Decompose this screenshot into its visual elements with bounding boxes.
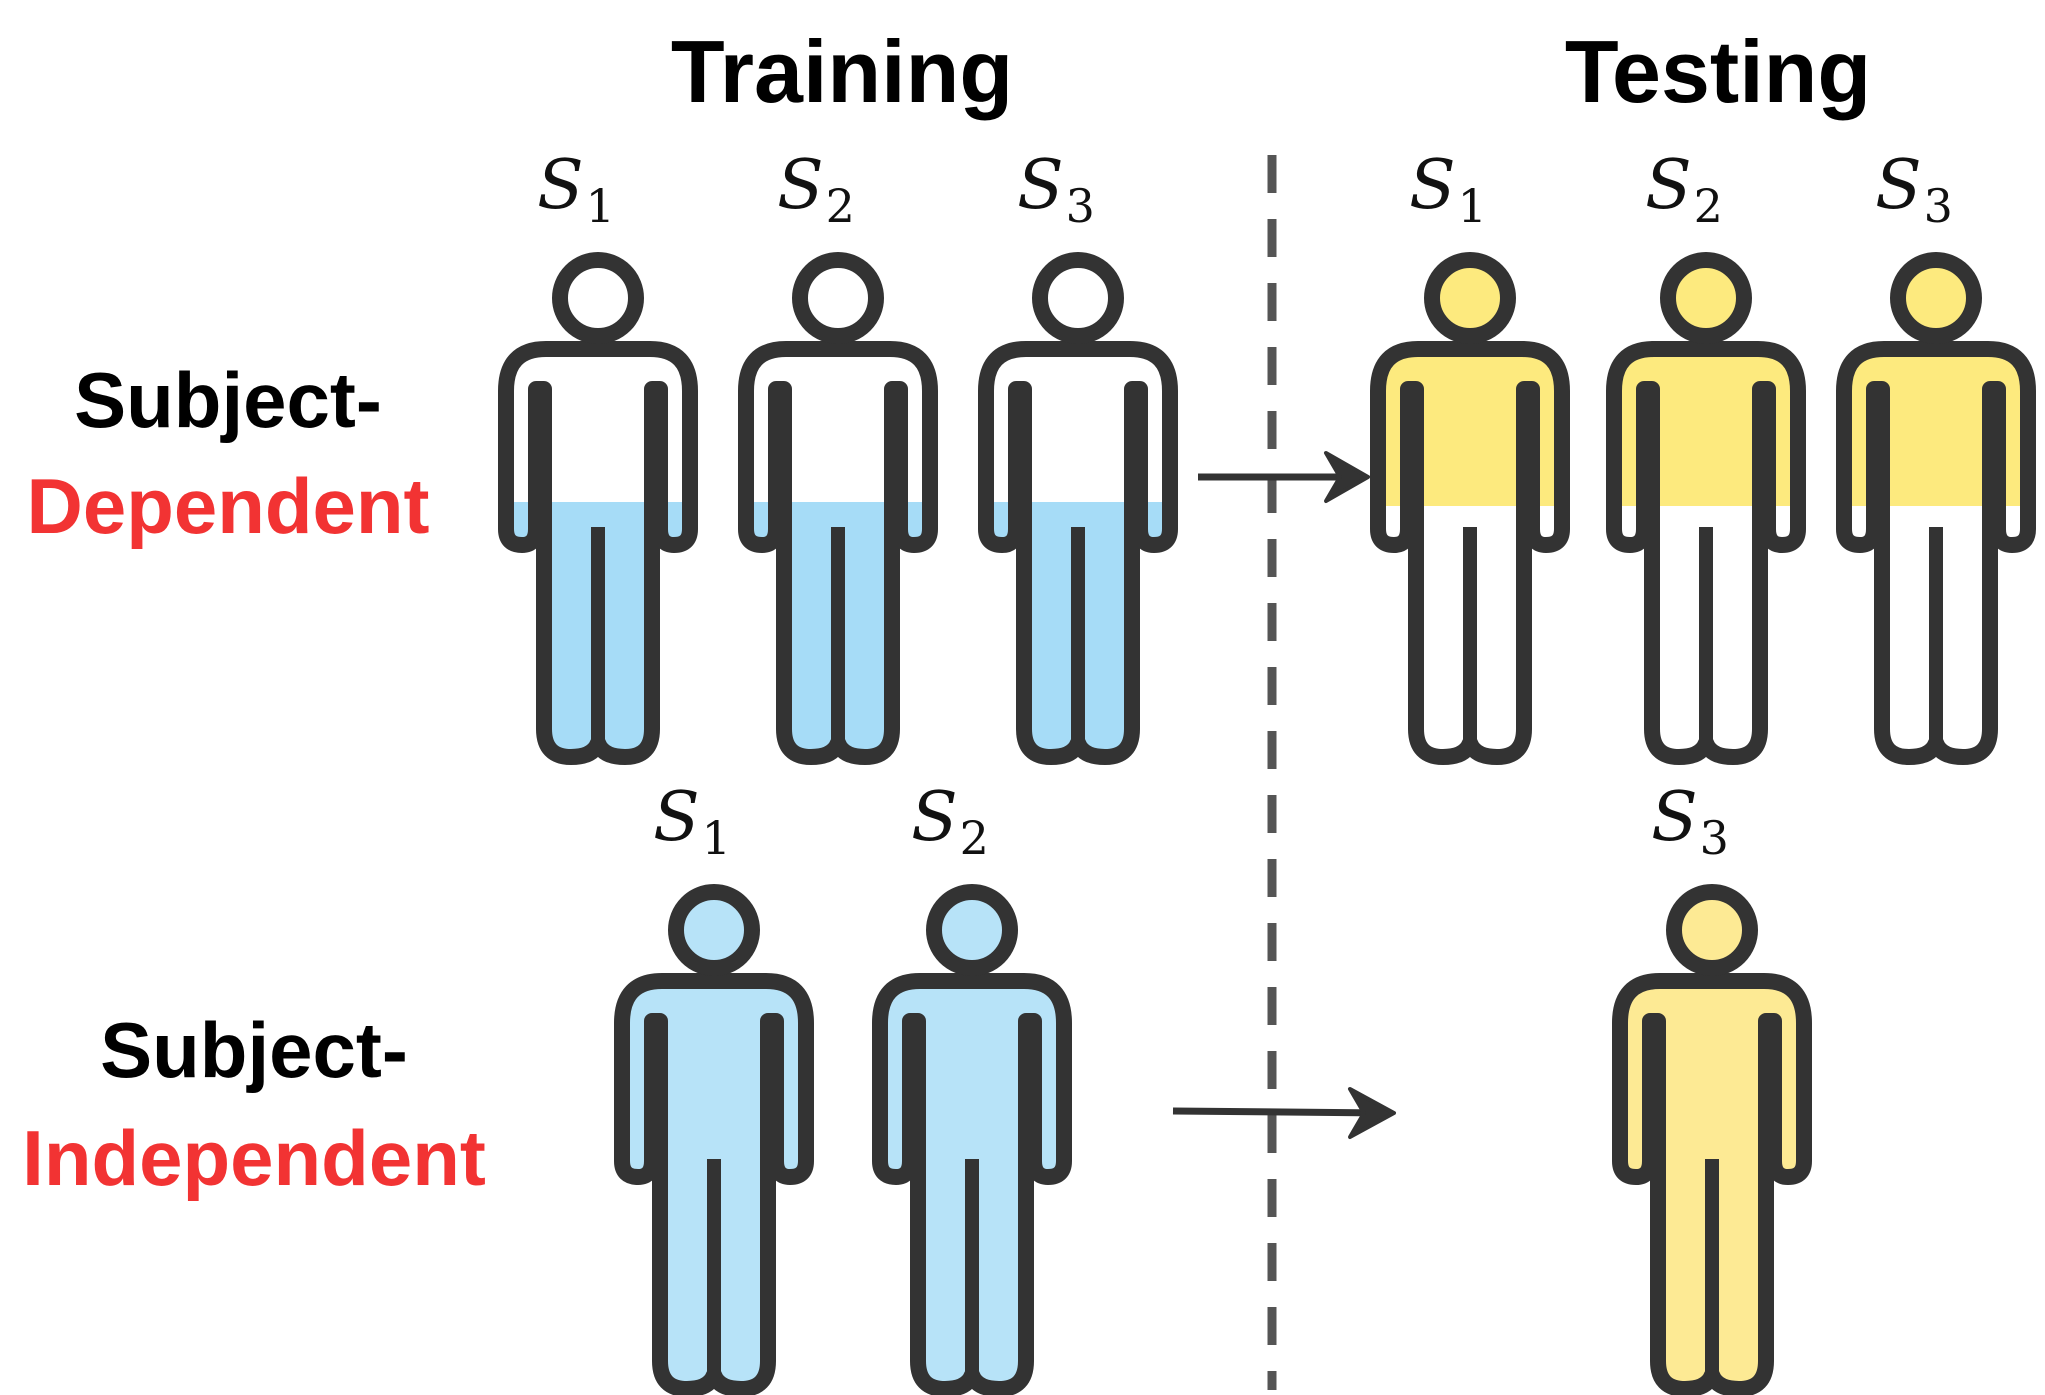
- ind-train-subject-figure: S1: [614, 778, 814, 1395]
- dep-train-head: [552, 252, 644, 344]
- testing-heading: Testing: [1565, 22, 1871, 121]
- row-label-independent: Subject- Independent: [22, 1006, 486, 1202]
- dep-train-subject-label: S1: [537, 146, 615, 233]
- dependent-testing-subjects: S1 S2 S3: [1370, 146, 2036, 765]
- dep-train-head: [1032, 252, 1124, 344]
- dep-test-subject-label: S2: [1645, 146, 1723, 233]
- independent-testing-subjects: S3: [1612, 778, 1812, 1395]
- row-label-independent-line2: Independent: [22, 1114, 486, 1202]
- arrow-independent: [1172, 1087, 1396, 1139]
- dep-train-subject-label: S3: [1017, 146, 1095, 233]
- ind-train-subject-figure: S2: [872, 778, 1072, 1395]
- dep-train-subject-figure: S2: [738, 146, 938, 765]
- ind-train-subject-label: S1: [653, 778, 731, 865]
- row-label-dependent: Subject- Dependent: [26, 356, 429, 550]
- ind-train-head: [926, 884, 1018, 976]
- row-label-independent-line1: Subject-: [100, 1006, 408, 1094]
- dep-test-subject-label: S1: [1409, 146, 1487, 233]
- dependent-training-subjects: S1 S2 S3: [498, 146, 1178, 765]
- ind-test-head: [1666, 884, 1758, 976]
- dep-test-head: [1660, 252, 1752, 344]
- arrow-dependent: [1198, 451, 1370, 503]
- dep-train-subject-figure: S1: [498, 146, 698, 765]
- row-label-dependent-line2: Dependent: [26, 462, 429, 550]
- ind-test-subject-label: S3: [1651, 778, 1729, 865]
- dep-train-head: [792, 252, 884, 344]
- dep-test-head: [1890, 252, 1982, 344]
- dep-train-subject-label: S2: [777, 146, 855, 233]
- dep-test-head: [1424, 252, 1516, 344]
- dep-test-subject-figure: S3: [1836, 146, 2036, 765]
- ind-train-head: [668, 884, 760, 976]
- independent-training-subjects: S1 S2: [614, 778, 1072, 1395]
- row-label-dependent-line1: Subject-: [74, 356, 382, 444]
- training-heading: Training: [671, 22, 1013, 121]
- dep-test-subject-figure: S2: [1606, 146, 1806, 765]
- ind-test-subject-figure: S3: [1612, 778, 1812, 1395]
- dep-test-subject-figure: S1: [1370, 146, 1570, 765]
- dep-train-subject-figure: S3: [978, 146, 1178, 765]
- ind-train-subject-label: S2: [911, 778, 989, 865]
- dep-test-subject-label: S3: [1875, 146, 1953, 233]
